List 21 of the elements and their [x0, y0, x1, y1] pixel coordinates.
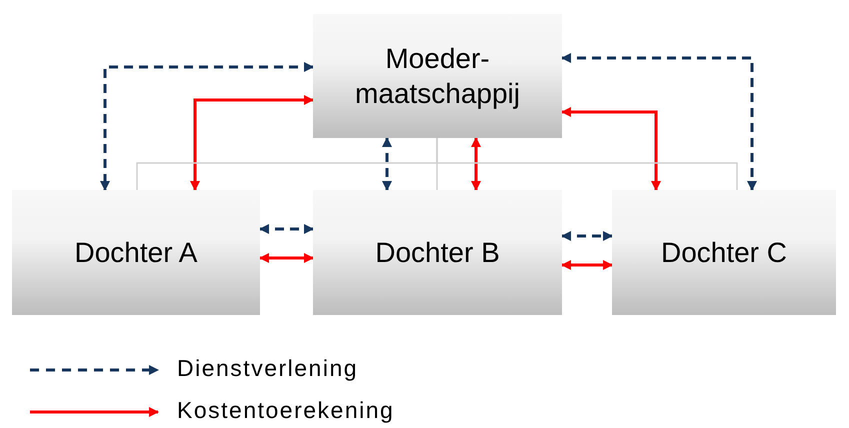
arrow	[561, 260, 613, 270]
arrow	[259, 224, 314, 234]
entity-name: Dochter A	[74, 236, 198, 270]
entity-name: Dochter B	[375, 236, 500, 270]
arrow	[100, 62, 314, 191]
arrow	[259, 253, 314, 263]
arrow	[471, 137, 481, 191]
arrow	[561, 53, 757, 191]
entity-box	[12, 190, 260, 315]
legend-label: Kostentoerekening	[177, 397, 394, 424]
arrow	[382, 137, 392, 191]
entity-name: Moeder- maatschappij	[354, 42, 521, 111]
arrow	[561, 107, 661, 191]
legend-label: Dienstverlening	[177, 355, 358, 382]
connector-line	[436, 138, 738, 190]
entity-box	[313, 190, 562, 315]
entity-box	[313, 14, 562, 138]
arrow	[190, 95, 314, 191]
arrow	[561, 231, 613, 241]
entity-box	[612, 190, 836, 315]
entity-name: Dochter C	[660, 236, 788, 270]
